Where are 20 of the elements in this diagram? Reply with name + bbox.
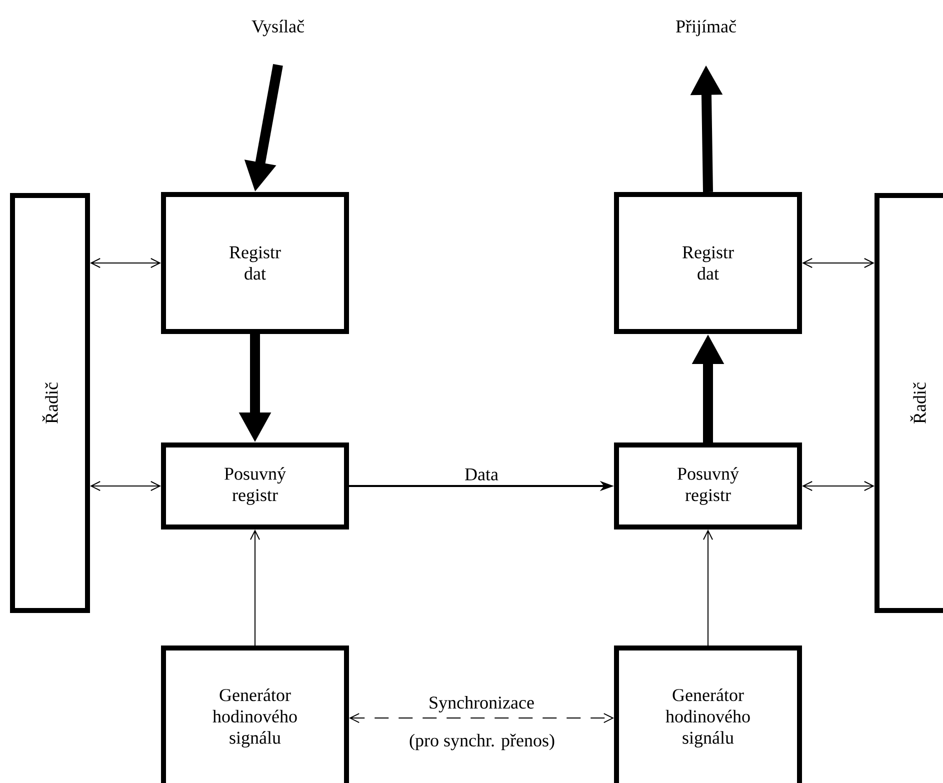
- arrow: [250, 530, 260, 646]
- transceiver-label: Přijímač: [676, 20, 736, 36]
- controller-box: Řadič: [874, 193, 943, 613]
- note-text: (pro synchr. přenos): [410, 734, 554, 750]
- edge-label: Data: [465, 468, 498, 480]
- arrow: [90, 258, 161, 268]
- arrow: [802, 481, 874, 491]
- register-box: Registr dat: [161, 192, 349, 334]
- arrow: [90, 481, 161, 491]
- transceiver-label: Vysílač: [252, 20, 304, 36]
- controller-box: Řadič: [10, 193, 90, 613]
- register-box: Posuvný registr: [161, 442, 349, 530]
- clock-generator-box: Generátor hodinového signálu: [161, 646, 349, 783]
- edge-label: Synchronizace: [430, 696, 534, 712]
- arrow: [802, 258, 874, 268]
- register-box: Registr dat: [614, 192, 802, 334]
- arrow: [349, 713, 614, 723]
- register-box: Posuvný registr: [614, 442, 802, 530]
- clock-generator-box: Generátor hodinového signálu: [614, 646, 802, 783]
- arrow: [703, 530, 713, 646]
